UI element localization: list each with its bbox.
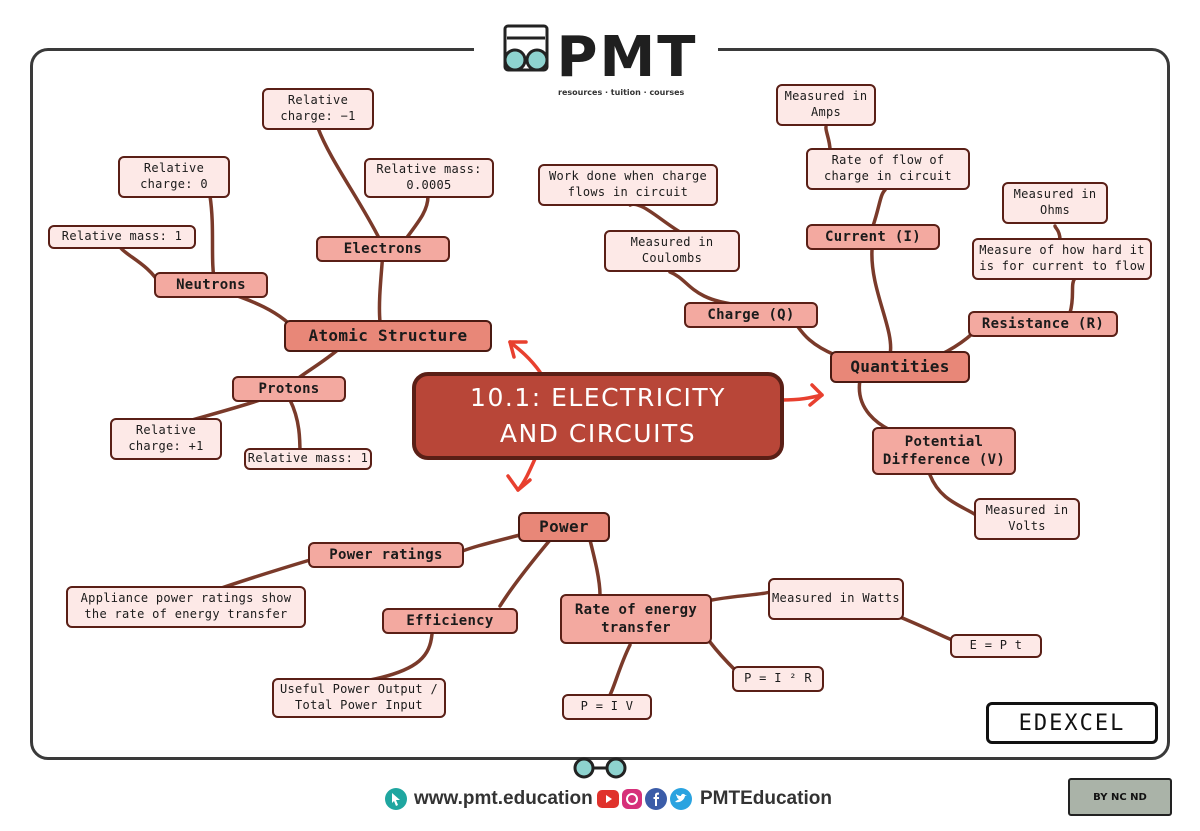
link-rate-watts	[710, 590, 772, 602]
electron-mass-node: Relative mass: 0.0005	[364, 158, 494, 198]
link-current-def	[871, 188, 887, 228]
youtube-icon[interactable]	[596, 788, 620, 810]
social-handle: PMTEducation	[700, 788, 832, 809]
proton-charge-node: Relative charge: +1	[110, 418, 222, 460]
center-title-line1: 10.1: ELECTRICITY	[470, 382, 726, 412]
link-resistance-measured	[1053, 224, 1062, 242]
link-watts-ept	[893, 613, 954, 642]
link-rate-p-iv	[608, 643, 632, 697]
license-text: BY NC ND	[1093, 791, 1147, 803]
proton-mass-node: Relative mass: 1	[244, 448, 372, 470]
link-power-rate	[588, 538, 602, 597]
link-efficiency-def	[368, 632, 434, 682]
link-resistance-def	[1068, 276, 1077, 315]
power-ratings-node: Power ratings	[308, 542, 464, 568]
social-links[interactable]: PMTEducation	[596, 784, 832, 814]
instagram-icon[interactable]	[620, 787, 644, 811]
logo-tagline: resources · tuition · courses	[558, 88, 685, 97]
logo-text: PMT	[556, 24, 698, 90]
power-resistance-equation-node: P = I ² R	[732, 666, 824, 692]
exam-board-badge: EDEXCEL	[986, 702, 1158, 744]
efficiency-node: Efficiency	[382, 608, 518, 634]
neutrons-node: Neutrons	[154, 272, 268, 298]
resistance-node: Resistance (R)	[968, 311, 1118, 337]
charge-measured-node: Measured in Coulombs	[604, 230, 740, 272]
efficiency-definition-node: Useful Power Output / Total Power Input	[272, 678, 446, 718]
arrow-to-atomic	[508, 340, 542, 374]
pmt-logo: PMT resources · tuition · courses	[474, 10, 718, 104]
watts-measured-node: Measured in Watts	[768, 578, 904, 620]
rate-of-energy-transfer-node: Rate of energy transfer	[560, 594, 712, 644]
atomic-structure-node: Atomic Structure	[284, 320, 492, 352]
protons-node: Protons	[232, 376, 346, 402]
power-ratings-definition-node: Appliance power ratings show the rate of…	[66, 586, 306, 628]
current-node: Current (I)	[806, 224, 940, 250]
neutron-mass-node: Relative mass: 1	[48, 225, 196, 249]
link-electrons-mass	[403, 194, 430, 242]
facebook-icon[interactable]	[644, 787, 668, 811]
link-current-measured	[824, 125, 832, 152]
pd-measured-node: Measured in Volts	[974, 498, 1080, 540]
resistance-measured-node: Measured in Ohms	[1002, 182, 1108, 224]
quantities-node: Quantities	[830, 351, 970, 383]
current-measured-node: Measured in Amps	[776, 84, 876, 126]
website-text: www.pmt.education	[414, 788, 593, 809]
link-rate-p-i2r	[708, 640, 737, 672]
glasses-icon	[573, 757, 627, 779]
electron-charge-node: Relative charge: −1	[262, 88, 374, 130]
power-voltage-equation-node: P = I V	[562, 694, 652, 720]
link-power-ratings	[458, 533, 522, 554]
center-title: 10.1: ELECTRICITY AND CIRCUITS	[412, 372, 784, 460]
creative-commons-license-badge: BY NC ND	[1068, 778, 1172, 816]
link-charge-def	[628, 202, 682, 234]
website-link[interactable]: www.pmt.education	[384, 784, 593, 814]
current-definition-node: Rate of flow of charge in circuit	[806, 148, 970, 190]
electrons-node: Electrons	[316, 236, 450, 262]
link-quantities-current	[870, 248, 893, 357]
center-title-line2: AND CIRCUITS	[499, 419, 697, 448]
neutron-charge-node: Relative charge: 0	[118, 156, 230, 198]
link-power-efficiency	[498, 538, 552, 608]
energy-equation-node: E = P t	[950, 634, 1042, 658]
link-charge-measured	[668, 270, 742, 307]
link-pd-measured	[928, 473, 978, 517]
pmt-book-glasses-icon	[503, 24, 549, 72]
potential-difference-node: Potential Difference (V)	[872, 427, 1016, 475]
link-electrons-charge	[316, 126, 382, 242]
resistance-definition-node: Measure of how hard it is for current to…	[972, 238, 1152, 280]
link-quantities-pd	[857, 378, 892, 432]
charge-node: Charge (Q)	[684, 302, 818, 328]
globe-cursor-icon	[385, 788, 407, 810]
twitter-icon[interactable]	[668, 787, 694, 811]
charge-definition-node: Work done when charge flows in circuit	[538, 164, 718, 206]
link-protons-mass	[288, 398, 302, 457]
power-node: Power	[518, 512, 610, 542]
